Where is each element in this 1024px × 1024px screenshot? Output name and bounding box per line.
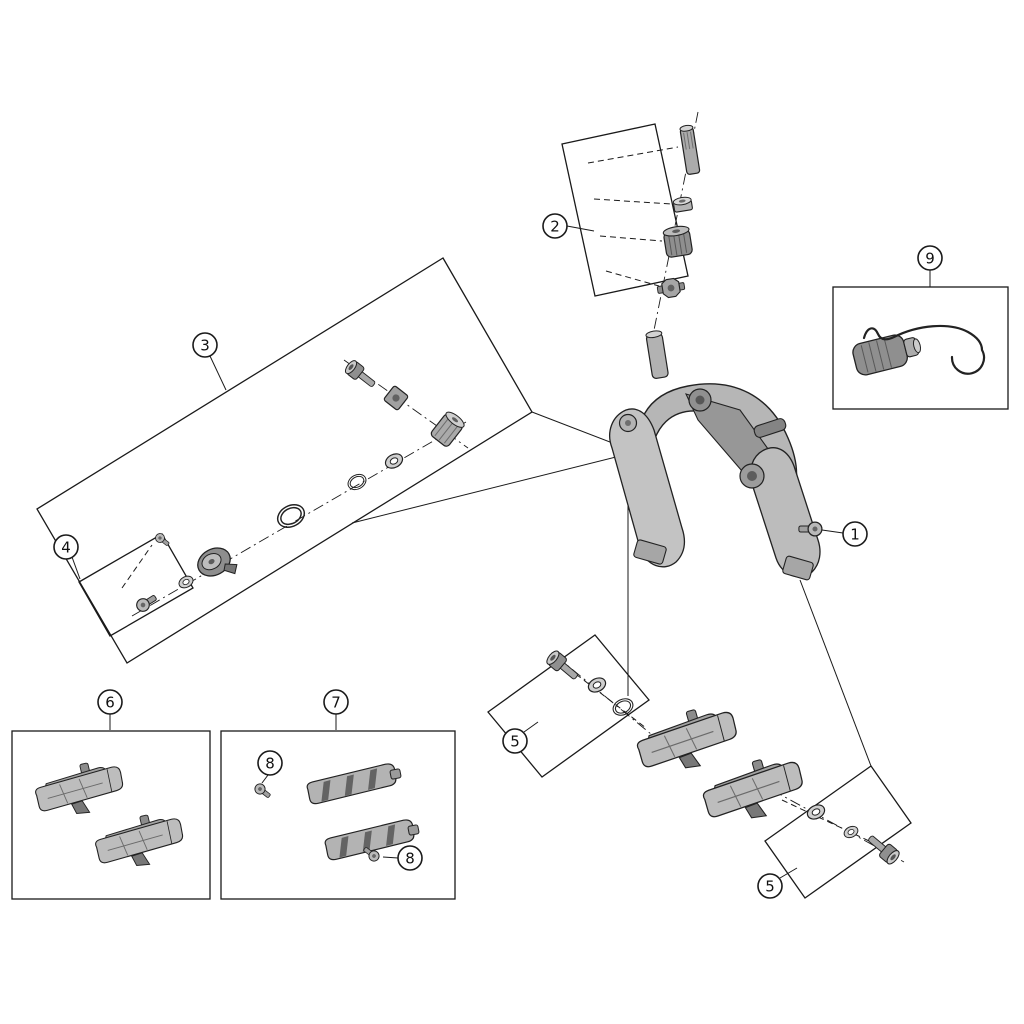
detail-box-2 — [561, 123, 689, 297]
shoe-set-box — [31, 755, 189, 876]
caliper-right-arm — [749, 447, 821, 578]
shoe-washer-right-small — [841, 823, 861, 841]
caliper-arch — [636, 383, 798, 493]
callout-8-upper-number: 8 — [265, 754, 275, 772]
shoe-hardware-left — [544, 648, 637, 719]
callout-9-number: 9 — [925, 249, 935, 267]
callout-5-right: 5 — [757, 867, 798, 899]
clamp-bolt — [342, 358, 379, 392]
shoe-oring-left — [609, 695, 637, 719]
cam-nut — [656, 277, 686, 299]
brake-shoe-left — [631, 699, 744, 782]
qr-adjust-unit-exploded — [133, 358, 465, 615]
pivot-pin — [679, 124, 701, 175]
callout-9: 9 — [917, 245, 943, 287]
side-pivot-hole — [747, 471, 757, 481]
callout-7-number: 7 — [331, 693, 341, 711]
pivot-cylinder — [430, 411, 465, 447]
caliper-left-arm — [609, 408, 686, 568]
adjust-barrel — [662, 225, 693, 258]
shoe-washer-left — [585, 674, 609, 696]
callout-2: 2 — [542, 213, 595, 239]
detail-box-5-left — [487, 634, 650, 778]
callout-5-left-number: 5 — [510, 732, 520, 750]
callout-1-number: 1 — [850, 525, 860, 543]
pad-fixing-screw-a — [252, 781, 273, 801]
callout-7: 7 — [323, 689, 349, 730]
nut-plate — [383, 385, 409, 411]
callout-2-number: 2 — [550, 217, 560, 235]
callout-3: 3 — [192, 332, 227, 391]
callout-6-number: 6 — [105, 693, 115, 711]
mounting-boss — [645, 330, 669, 379]
callout-4-number: 4 — [61, 538, 71, 556]
main-pivot-hole — [695, 395, 705, 405]
shoe-hardware-right — [804, 801, 902, 867]
callout-8-lower: 8 — [382, 845, 423, 871]
cable-drum — [197, 547, 238, 577]
arm-adjuster-hole — [625, 420, 631, 426]
o-ring-large — [273, 499, 309, 533]
callout-5-right-number: 5 — [765, 877, 775, 895]
detail-box-9 — [832, 286, 1009, 410]
pad-insert-a — [305, 761, 404, 806]
right-shoe-mount — [782, 555, 814, 581]
shoe-assembly-a — [31, 755, 129, 824]
pad-set-box — [252, 761, 422, 864]
cable-adjuster-unit — [852, 324, 986, 376]
detail-box-4 — [78, 533, 194, 637]
shoe-fixing-bolt-right — [864, 831, 902, 867]
brake-shoe-right — [697, 749, 810, 832]
quick-release-lever — [753, 418, 787, 438]
callout-1: 1 — [821, 521, 868, 547]
pivot-nut — [672, 196, 693, 213]
spring-wire — [862, 324, 986, 375]
detail-box-6 — [11, 730, 211, 900]
callout-8-lower-number: 8 — [405, 849, 415, 867]
cable-adjuster-body — [852, 334, 922, 376]
left-shoe-mount — [633, 539, 667, 565]
caliper-body-group — [609, 330, 823, 581]
o-ring-small — [344, 470, 370, 494]
callout-6: 6 — [97, 689, 123, 730]
detail-box-5-right — [764, 765, 912, 899]
shoe-fixing-bolt-left — [544, 648, 582, 684]
callout-8-upper: 8 — [257, 750, 283, 784]
detail-box-7 — [220, 730, 456, 900]
callout-5-left: 5 — [502, 721, 539, 754]
callout-4: 4 — [53, 534, 81, 580]
callout-3-number: 3 — [200, 336, 210, 354]
shoe-washer-right — [804, 801, 828, 823]
adjuster-unit-exploded — [656, 124, 701, 299]
detail-box-3 — [36, 257, 533, 664]
shoe-assembly-b — [91, 807, 189, 876]
